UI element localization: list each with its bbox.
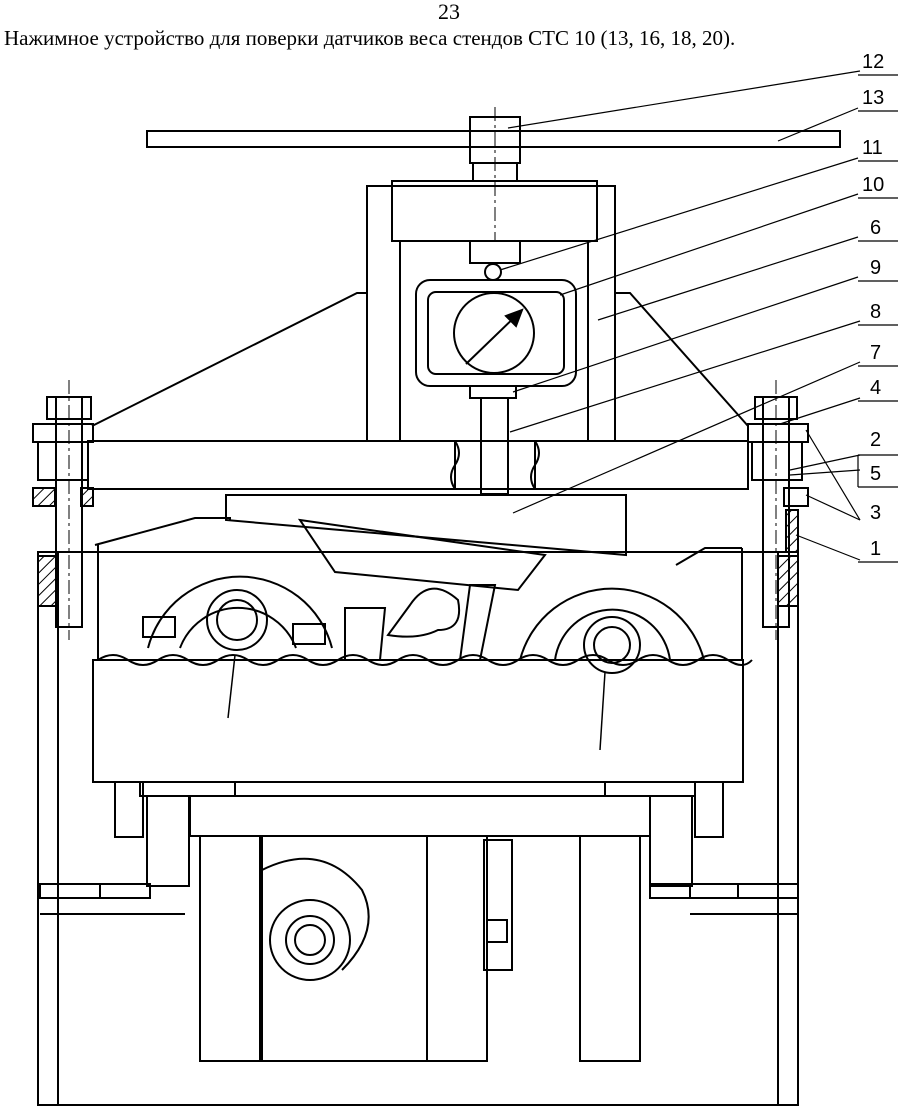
dial-gauge <box>453 292 535 374</box>
lever-plate <box>225 494 627 557</box>
callout-11: 11 <box>862 137 883 159</box>
right-roller <box>519 587 705 661</box>
callout-1: 1 <box>870 538 881 560</box>
figure-caption: Нажимное устройство для поверки датчиков… <box>4 26 736 50</box>
callout-10: 10 <box>862 174 884 196</box>
indicator-frame-inner <box>427 291 565 375</box>
left-roller <box>147 575 333 649</box>
main-beam <box>87 440 749 490</box>
callout-7: 7 <box>870 342 881 364</box>
callout-8: 8 <box>870 301 881 323</box>
ball <box>484 263 502 281</box>
callout-5: 5 <box>870 463 881 485</box>
page-number: 23 <box>438 0 460 24</box>
lower-box <box>92 659 744 783</box>
press-body <box>366 185 616 442</box>
indicator-frame-outer <box>415 279 577 387</box>
handle-bar <box>146 130 841 148</box>
push-rod-cap <box>469 385 517 399</box>
callout-3: 3 <box>870 502 881 524</box>
lower-pulley <box>269 899 351 981</box>
callout-13: 13 <box>862 87 884 109</box>
callout-4: 4 <box>870 377 881 399</box>
callout-12: 12 <box>862 51 884 73</box>
callout-6: 6 <box>870 217 881 239</box>
callout-9: 9 <box>870 257 881 279</box>
screw-nut <box>469 240 521 264</box>
callout-2: 2 <box>870 429 881 451</box>
stand-housing <box>37 551 799 1106</box>
push-rod <box>480 397 509 495</box>
